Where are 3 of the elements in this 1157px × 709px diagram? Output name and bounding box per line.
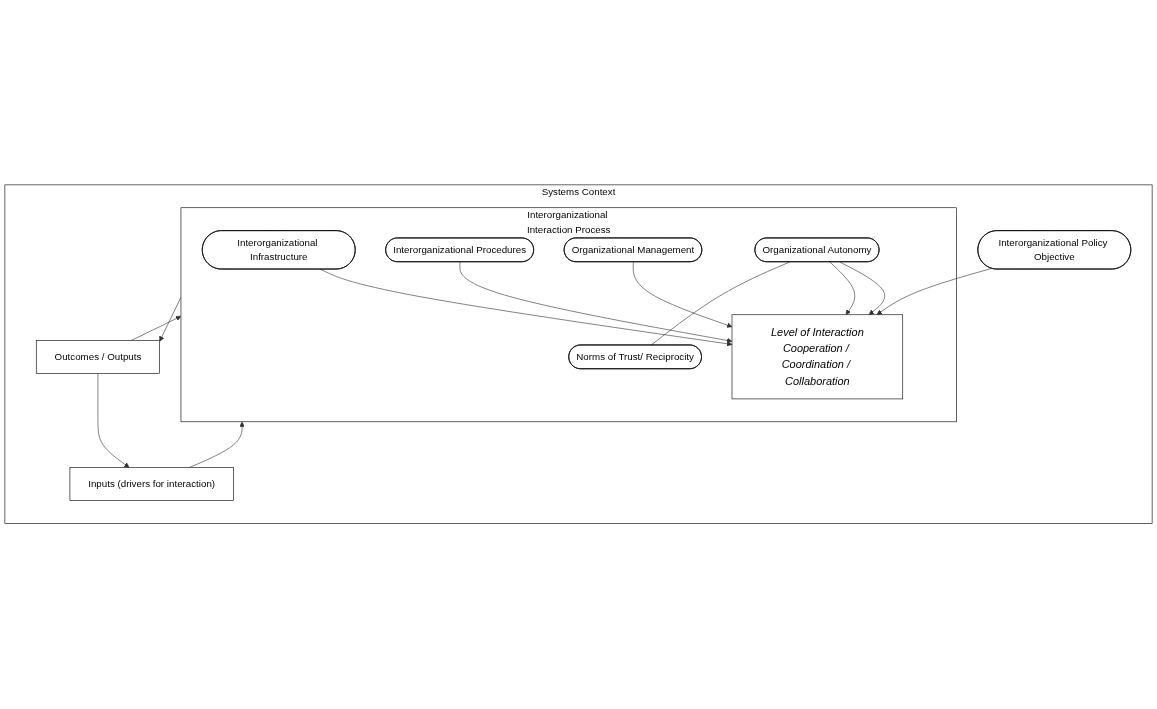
node-box: Outcomes / Outputs [35, 340, 160, 374]
node-box: Level of Interaction Cooperation / Coordination / Collaboration [731, 314, 904, 400]
node-box: Inputs (drivers for interaction) [69, 467, 234, 502]
